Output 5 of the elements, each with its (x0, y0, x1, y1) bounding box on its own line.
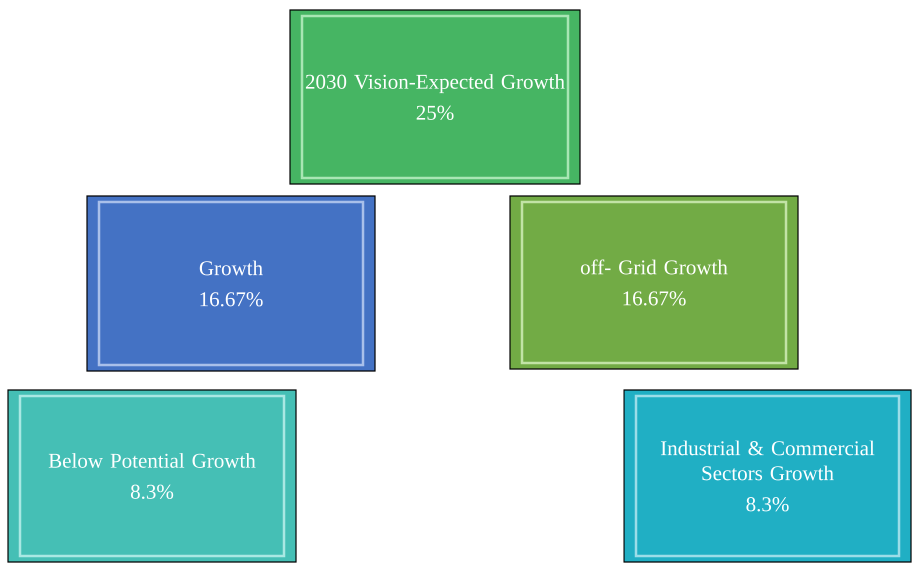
process-box: Below Potential Growth 8.3% (7, 389, 297, 563)
process-box: 2030 Vision-Expected Growth 25% (289, 9, 581, 185)
process-box: Growth 16.67% (86, 195, 376, 372)
process-box: off- Grid Growth 16.67% (509, 195, 799, 370)
process-box: Industrial & Commercial Sectors Growth 8.3% (623, 389, 912, 563)
